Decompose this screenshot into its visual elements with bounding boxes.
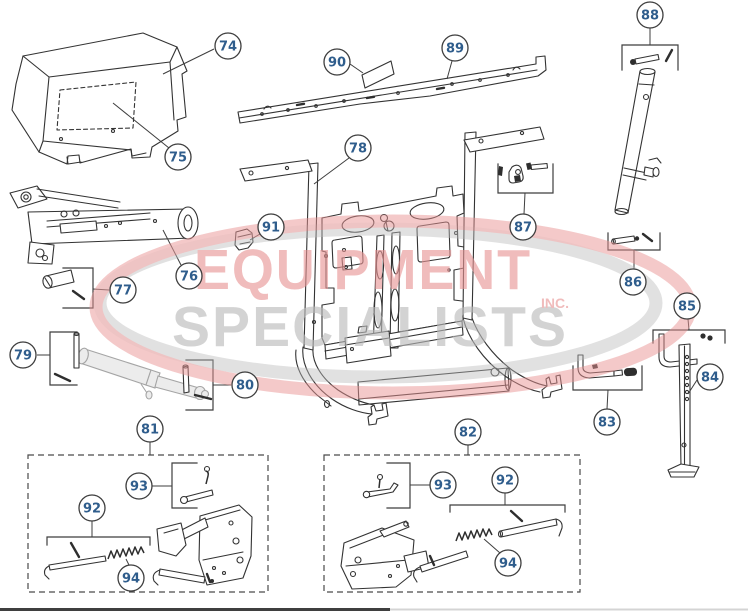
watermark-word-specialists: SPECIALISTS xyxy=(172,295,568,359)
part-receiver-bracket-81 xyxy=(152,504,253,586)
callout-89-label: 89 xyxy=(446,42,464,57)
callout-94a[interactable]: 94 xyxy=(117,564,145,592)
callout-83-label: 83 xyxy=(598,416,616,431)
part-pin-77 xyxy=(42,267,94,309)
callout-88[interactable]: 88 xyxy=(636,1,664,29)
callout-90-label: 90 xyxy=(328,56,346,71)
callout-92a-label: 92 xyxy=(83,502,101,517)
callout-94a-label: 94 xyxy=(122,572,140,587)
callout-82[interactable]: 82 xyxy=(454,418,482,446)
kit-box-81 xyxy=(27,454,269,593)
part-plate-90 xyxy=(361,60,395,89)
part-pin-79 xyxy=(49,331,80,386)
callout-79[interactable]: 79 xyxy=(9,341,37,369)
callout-91-label: 91 xyxy=(262,221,280,236)
part-hood-window xyxy=(56,81,137,131)
callout-87-label: 87 xyxy=(514,221,532,236)
callout-81[interactable]: 81 xyxy=(136,415,164,443)
callout-78-label: 78 xyxy=(349,142,367,157)
callout-87[interactable]: 87 xyxy=(509,213,537,241)
callout-93b[interactable]: 93 xyxy=(429,471,457,499)
part-hood xyxy=(11,32,188,165)
part-receiver-bracket-82 xyxy=(340,520,469,590)
callout-92b-label: 92 xyxy=(496,474,514,489)
part-handle-pin-92a xyxy=(43,536,151,580)
callout-92a[interactable]: 92 xyxy=(78,494,106,522)
watermark: EQUIPMENT SPECIALISTS INC. xyxy=(89,214,697,400)
part-handle-pin-92b xyxy=(449,504,566,538)
callout-79-label: 79 xyxy=(14,349,32,364)
part-jack-stand-84 xyxy=(667,343,700,478)
callout-85-label: 85 xyxy=(678,300,696,315)
callout-78[interactable]: 78 xyxy=(344,134,372,162)
callout-75[interactable]: 75 xyxy=(164,143,192,171)
part-spring-94a xyxy=(107,546,145,560)
watermark-word-equipment: EQUIPMENT xyxy=(194,238,532,302)
part-lock-pin-85 xyxy=(652,329,726,368)
watermark-ellipse-gray xyxy=(93,222,663,384)
callout-77-label: 77 xyxy=(114,284,132,299)
callout-93a[interactable]: 93 xyxy=(125,472,153,500)
part-clip-91 xyxy=(234,228,254,251)
callout-75-label: 75 xyxy=(169,151,187,166)
callout-88-label: 88 xyxy=(641,9,659,24)
callout-81-label: 81 xyxy=(141,423,159,438)
artwork xyxy=(9,28,726,593)
watermark-word-inc: INC. xyxy=(541,295,569,311)
part-l-pin-93b xyxy=(362,462,411,509)
part-hardware-87 xyxy=(497,162,554,194)
leader-lines xyxy=(37,28,698,566)
callout-93a-label: 93 xyxy=(130,480,148,495)
callout-85[interactable]: 85 xyxy=(673,292,701,320)
callout-80-label: 80 xyxy=(236,379,254,394)
callout-84-label: 84 xyxy=(701,371,719,386)
callouts: 74 75 76 77 78 79 80 81 82 83 84 85 86 8… xyxy=(9,1,724,592)
part-clevis-pin-93a xyxy=(171,462,214,509)
callout-94b[interactable]: 94 xyxy=(494,549,522,577)
part-pushframe xyxy=(9,185,199,265)
callout-90[interactable]: 90 xyxy=(323,48,351,76)
part-jack-cylinder-88 xyxy=(614,44,679,216)
callout-93b-label: 93 xyxy=(434,479,452,494)
callout-84[interactable]: 84 xyxy=(696,363,724,391)
callout-76-label: 76 xyxy=(180,270,198,285)
part-crossbar-89 xyxy=(237,55,547,124)
callout-74-label: 74 xyxy=(219,40,237,55)
part-spring-94b xyxy=(455,528,493,542)
callout-86-label: 86 xyxy=(624,276,642,291)
callout-80[interactable]: 80 xyxy=(231,371,259,399)
callout-94b-label: 94 xyxy=(499,557,517,572)
callout-91[interactable]: 91 xyxy=(257,213,285,241)
callout-89[interactable]: 89 xyxy=(441,34,469,62)
kit-box-82 xyxy=(323,454,581,593)
callout-83[interactable]: 83 xyxy=(593,408,621,436)
callout-76[interactable]: 76 xyxy=(175,262,203,290)
callout-92b[interactable]: 92 xyxy=(491,466,519,494)
callout-86[interactable]: 86 xyxy=(619,268,647,296)
callout-74[interactable]: 74 xyxy=(214,32,242,60)
callout-82-label: 82 xyxy=(459,426,477,441)
part-mount-frame xyxy=(239,126,563,426)
callout-77[interactable]: 77 xyxy=(109,276,137,304)
